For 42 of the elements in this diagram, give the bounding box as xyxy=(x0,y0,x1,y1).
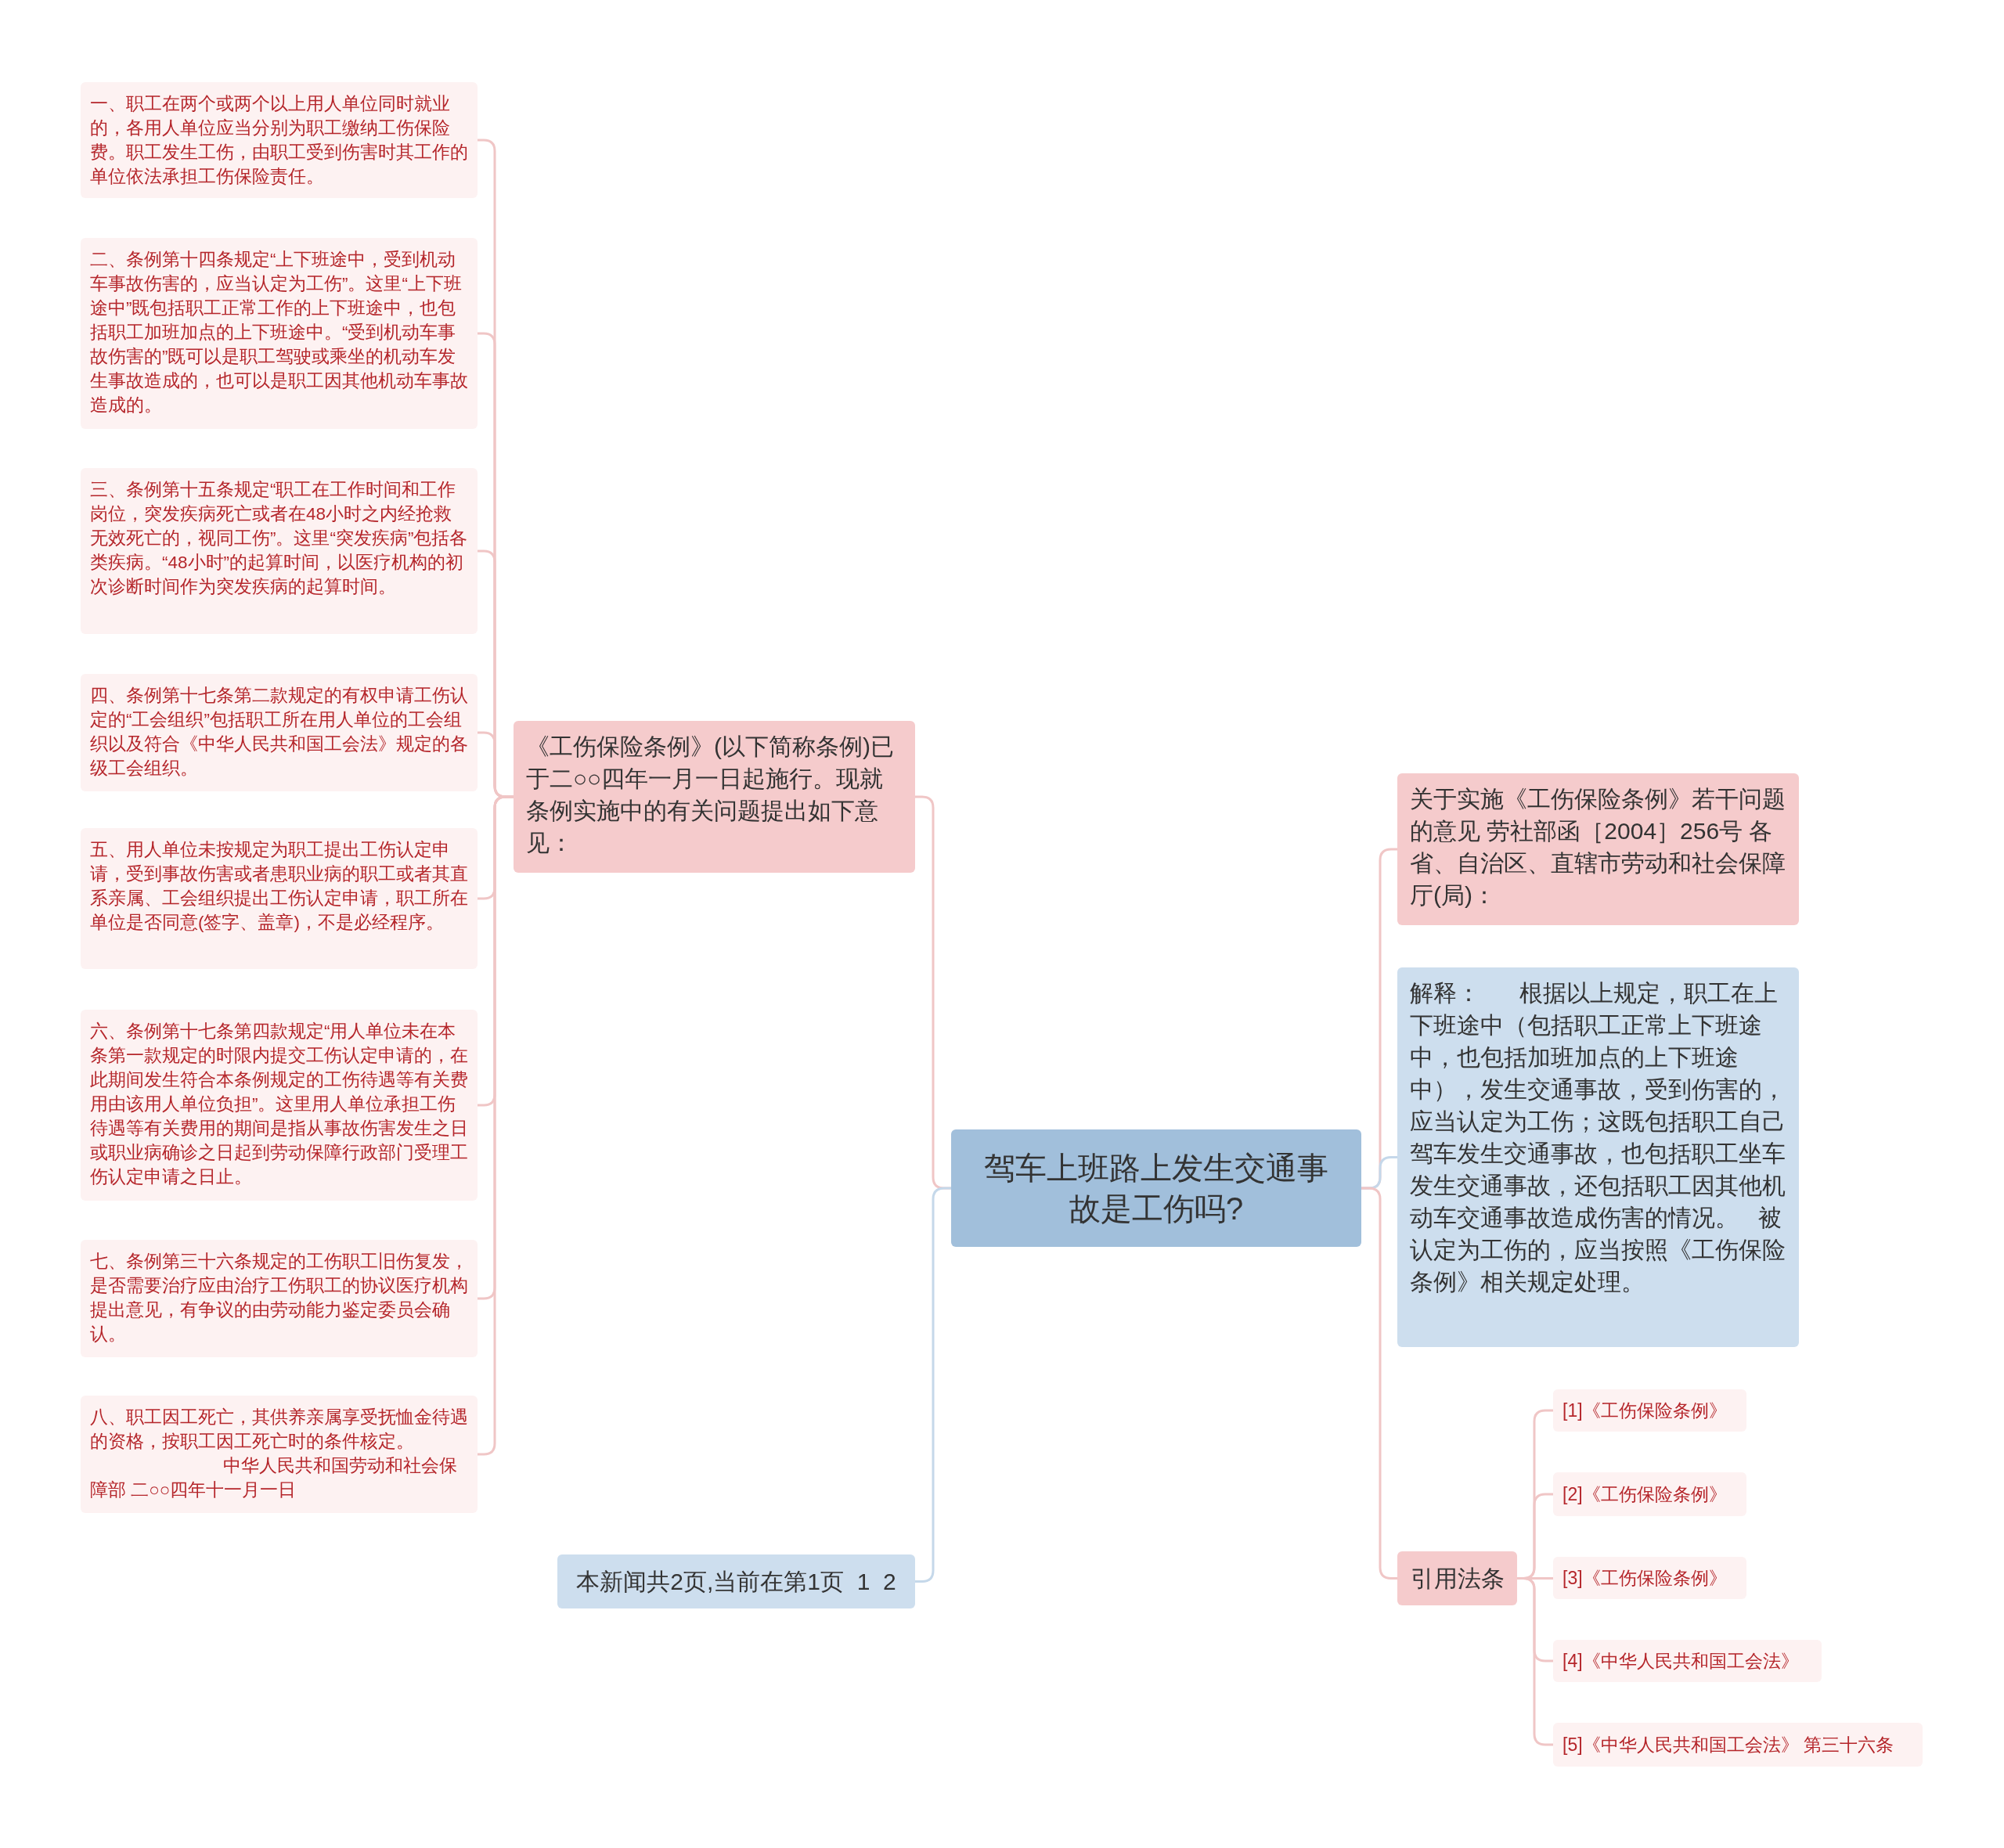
topic-text: 驾车上班路上发生交通事故是工伤吗? xyxy=(983,1150,1329,1227)
connector-line xyxy=(1361,1187,1397,1580)
note-text: 二、条例第十四条规定“上下班途中，受到机动车事故伤害的，应当认定为工伤”。这里“上下班途中”既包括职工正常工作的上下班途中，也包括职工加班加点的上下班途中。“受到机动车事故伤害的”既可以是职工驾驶或乘坐的机动车发生事故造成的，也可以是职工因其他机动车事故造成的。 xyxy=(90,249,468,416)
reference-text: [1]《工伤保险条例》 xyxy=(1562,1400,1727,1422)
note-card xyxy=(81,468,478,634)
note-card xyxy=(81,674,478,791)
reference-card xyxy=(1553,1472,1746,1516)
branch-text: 《工伤保险条例》(以下简称条例)已于二○○四年一月一日起施行。现就条例实施中的有关问题提出如下意见： xyxy=(526,733,895,857)
reference-text: [3]《工伤保险条例》 xyxy=(1562,1567,1727,1590)
branch-text: 关于实施《工伤保险条例》若干问题的意见 劳社部函［2004］256号 各省、自治区、直辖市劳动和社会保障厅(局)： xyxy=(1410,785,1786,910)
pager-box xyxy=(557,1554,915,1608)
branch-box xyxy=(1397,1551,1517,1605)
reference-card xyxy=(1553,1640,1822,1682)
connector-line xyxy=(1517,1577,1553,1746)
note-text: 六、条例第十七条第四款规定“用人单位未在本条第一款规定的时限内提交工伤认定申请的，在此期间发生符合本条例规定的工伤待遇等有关费用由该用人单位负担”。这里用人单位承担工伤待遇等有关费用的期间是指从事故伤害发生之日或职业病确诊之日起到劳动保障行政部门受理工伤认定申请之日止。 xyxy=(90,1021,468,1188)
note-text: 三、条例第十五条规定“职工在工作时间和工作岗位，突发疾病死亡或者在48小时之内经抢救无效死亡的，视同工伤”。这里“突发疾病”包括各类疾病。“48小时”的起算时间，以医疗机构的初次诊断时间作为突发疾病的起算时间。 xyxy=(90,479,468,598)
branch-box xyxy=(1397,773,1799,925)
reference-card xyxy=(1553,1723,1923,1767)
note-text: 五、用人单位未按规定为职工提出工伤认定申请，受到事故伤害或者患职业病的职工或者其直系亲属、工会组织提出工伤认定申请，职工所在单位是否同意(签字、盖章)，不是必经程序。 xyxy=(90,839,468,934)
pager-text: 本新闻共2页,当前在第1页 1 2 xyxy=(576,1568,896,1596)
note-text: 一、职工在两个或两个以上用人单位同时就业的，各用人单位应当分别为职工缴纳工伤保险费。职工发生工伤，由职工受到伤害时其工作的单位依法承担工伤保险责任。 xyxy=(90,93,468,188)
note-card xyxy=(81,82,478,198)
note-card xyxy=(81,1010,478,1201)
explanation-box xyxy=(1397,967,1799,1347)
branch-box xyxy=(514,721,915,873)
note-card xyxy=(81,238,478,429)
note-text: 四、条例第十七条第二款规定的有权申请工伤认定的“工会组织”包括职工所在用人单位的工会组织以及符合《中华人民共和国工会法》规定的各级工会组织。 xyxy=(90,685,468,780)
topic-box xyxy=(951,1129,1361,1247)
note-text: 中华人民共和国劳动和社会保障部 二○○四年十一月一日 xyxy=(90,1455,458,1501)
branch-text: 引用法条 xyxy=(1410,1565,1505,1593)
connector-line xyxy=(915,1187,951,1583)
reference-card xyxy=(1553,1389,1746,1432)
reference-text: [2]《工伤保险条例》 xyxy=(1562,1483,1727,1506)
note-card xyxy=(81,828,478,969)
note-text: 七、条例第三十六条规定的工伤职工旧伤复发，是否需要治疗应由治疗工伤职工的协议医疗机构提出意见，有争议的由劳动能力鉴定委员会确认。 xyxy=(90,1251,468,1345)
note-text: 八、职工因工死亡，其供养亲属享受抚恤金待遇的资格，按职工因工死亡时的条件核定。 xyxy=(90,1407,468,1453)
explanation-text: 解释： 根据以上规定，职工在上下班途中（包括职工正常上下班途中，也包括加班加点的上下班途中），发生交通事故，受到伤害的，应当认定为工伤；这既包括职工自己驾车发生交通事故，也包括职工坐车发生交通事故，还包括职工因其他机动车交通事故造成伤害的情况。 被认定为工伤的，应当按照《工伤保险条例》相关规定处理。 xyxy=(1410,979,1786,1296)
reference-text: [5]《中华人民共和国工会法》 第三十六条 xyxy=(1562,1734,1894,1756)
reference-card xyxy=(1553,1557,1746,1599)
reference-text: [4]《中华人民共和国工会法》 xyxy=(1562,1650,1799,1673)
note-card xyxy=(81,1396,478,1513)
note-card xyxy=(81,1240,478,1357)
